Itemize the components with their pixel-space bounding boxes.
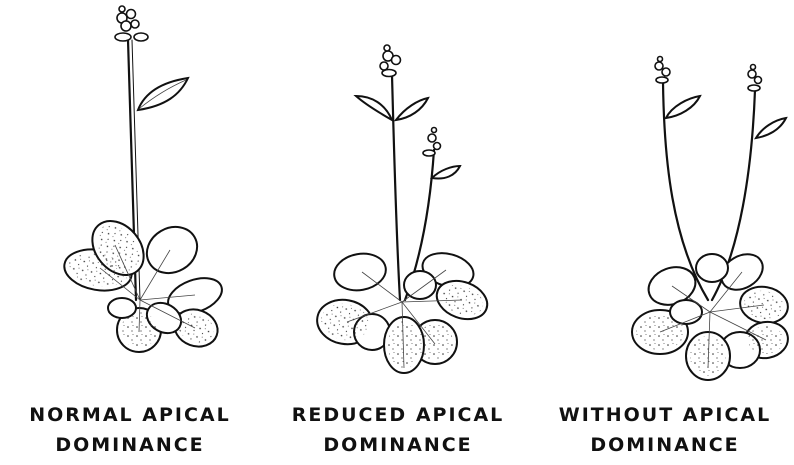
plant-2-side-flower-cluster (423, 128, 441, 157)
plant-3-right-flower-cluster (748, 65, 762, 92)
caption-2-line-2: DOMINANCE (268, 430, 528, 460)
caption-normal-apical-dominance: NORMAL APICAL DOMINANCE (0, 400, 260, 460)
plant-3-right-stem-leaf (756, 118, 786, 138)
caption-1-line-2: DOMINANCE (0, 430, 260, 460)
plant-normal-apical-dominance (61, 6, 227, 352)
plant-1-rosette (61, 211, 227, 353)
plant-2-stem-leaf-right (396, 98, 428, 120)
plant-2-main-flower-cluster (380, 45, 401, 77)
caption-reduced-apical-dominance: REDUCED APICAL DOMINANCE (268, 400, 528, 460)
caption-without-apical-dominance: WITHOUT APICAL DOMINANCE (536, 400, 794, 460)
plant-2-rosette (314, 248, 493, 373)
plant-2-side-stem-leaf (432, 166, 460, 179)
plant-3-left-flower-cluster (655, 57, 670, 84)
plant-without-apical-dominance (632, 57, 791, 381)
caption-1-line-1: NORMAL APICAL (0, 400, 260, 430)
caption-3-line-2: DOMINANCE (536, 430, 794, 460)
plant-3-left-stem-leaf (666, 96, 700, 118)
caption-2-line-1: REDUCED APICAL (268, 400, 528, 430)
caption-3-line-1: WITHOUT APICAL (536, 400, 794, 430)
plant-2-main-stem (392, 75, 400, 300)
plant-reduced-apical-dominance (314, 45, 493, 373)
plant-1-flower-cluster (115, 6, 148, 41)
plant-3-rosette (632, 247, 791, 380)
plant-2-stem-leaf-left (356, 96, 392, 120)
